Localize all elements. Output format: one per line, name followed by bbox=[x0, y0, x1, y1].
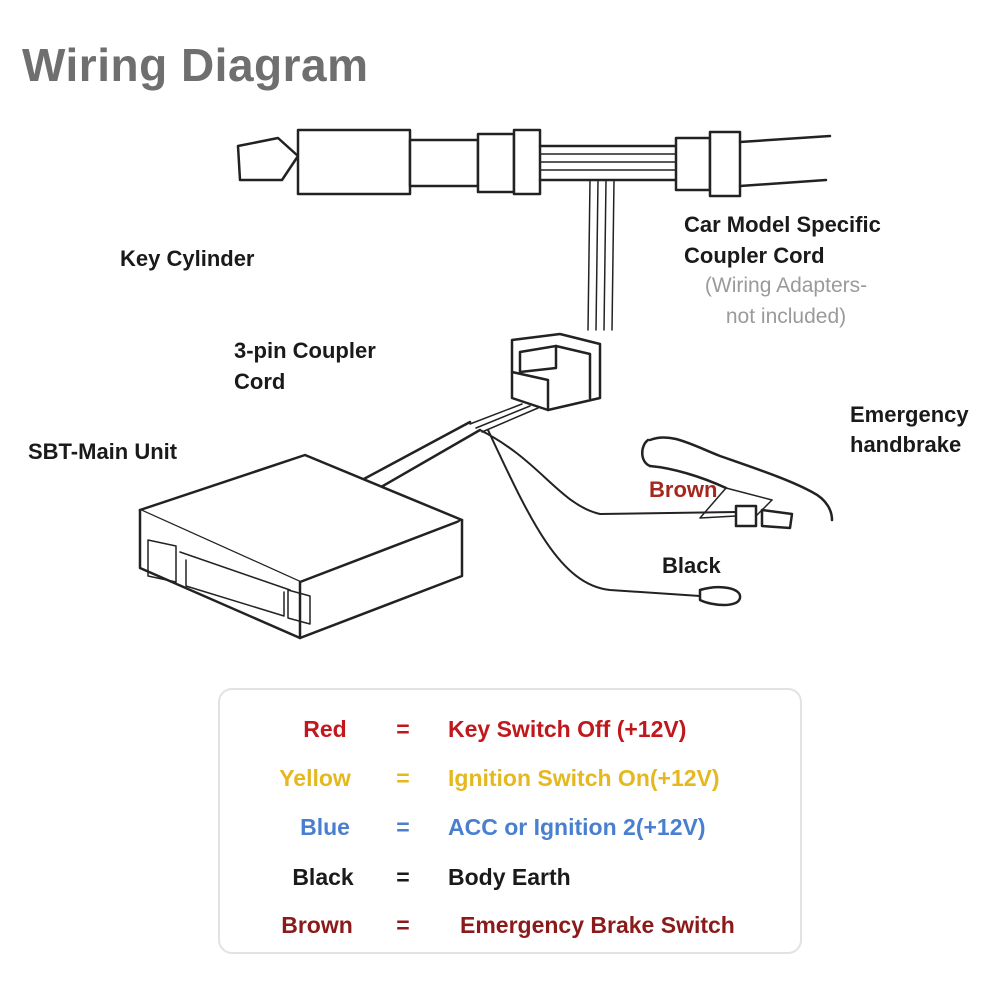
legend-meaning: Key Switch Off (+12V) bbox=[448, 716, 687, 742]
legend-equals: = bbox=[396, 716, 410, 742]
key-cylinder-label: Key Cylinder bbox=[120, 246, 255, 271]
legend-meaning: Ignition Switch On(+12V) bbox=[448, 765, 720, 791]
legend-color-name: Red bbox=[303, 716, 347, 742]
brown-wire-label: Brown bbox=[649, 477, 718, 502]
legend-equals: = bbox=[396, 864, 410, 890]
three-pin-coupler-label-line1: 3-pin Coupler bbox=[234, 338, 376, 363]
coupler-cord-specific-label-line2: Coupler Cord bbox=[684, 243, 825, 268]
emergency-handbrake-label-line1: Emergency bbox=[850, 402, 969, 427]
legend-meaning: Body Earth bbox=[448, 864, 571, 890]
legend-row-yellow: Yellow = Ignition Switch On(+12V) bbox=[220, 765, 800, 805]
page-title: Wiring Diagram bbox=[22, 39, 369, 91]
legend-row-red: Red = Key Switch Off (+12V) bbox=[220, 716, 800, 756]
legend-color-name: Black bbox=[292, 864, 354, 890]
main-unit-label: SBT-Main Unit bbox=[28, 439, 178, 464]
emergency-handbrake-label-line2: handbrake bbox=[850, 432, 962, 457]
legend-row-brown: Brown = Emergency Brake Switch bbox=[220, 912, 800, 952]
color-legend: Red = Key Switch Off (+12V) Yellow = Ign… bbox=[218, 688, 802, 954]
legend-color-name: Brown bbox=[281, 912, 353, 938]
black-wire-label: Black bbox=[662, 553, 721, 578]
adapters-note-line2: not included) bbox=[725, 305, 847, 328]
coupler-cord-specific-label-line1: Car Model Specific bbox=[684, 212, 881, 237]
wiring-illustration bbox=[138, 128, 834, 640]
legend-row-blue: Blue = ACC or Ignition 2(+12V) bbox=[220, 814, 800, 854]
legend-row-black: Black = Body Earth bbox=[220, 864, 800, 904]
adapters-note-line1: (Wiring Adapters- bbox=[704, 274, 868, 297]
legend-color-name: Yellow bbox=[279, 765, 351, 791]
legend-equals: = bbox=[396, 814, 410, 840]
legend-equals: = bbox=[396, 912, 410, 938]
legend-meaning: ACC or Ignition 2(+12V) bbox=[448, 814, 706, 840]
legend-meaning: Emergency Brake Switch bbox=[460, 912, 735, 938]
three-pin-coupler-label-line2: Cord bbox=[234, 369, 286, 394]
legend-equals: = bbox=[396, 765, 410, 791]
legend-color-name: Blue bbox=[300, 814, 350, 840]
